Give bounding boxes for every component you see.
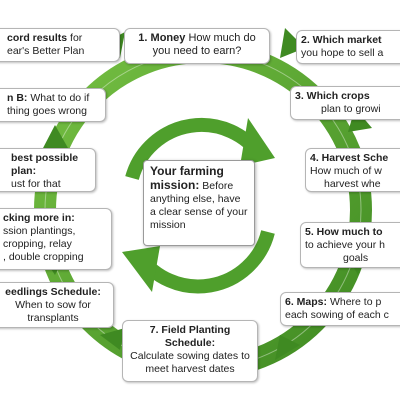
step-11-title: n B:: [7, 92, 28, 104]
inner-arrowhead-upper: [240, 118, 275, 166]
step-12-title: cord results: [7, 32, 68, 44]
step-12-text-line2: ear's Better Plan: [7, 45, 85, 57]
step-11-text-line2: thing goes wrong: [7, 105, 87, 117]
step-3-title: 3. Which crops: [295, 90, 370, 102]
step-12-text-line1: for: [70, 32, 83, 44]
step-1-money: 1. Money How much do you need to earn?: [124, 28, 270, 64]
step-2-title: 2. Which market: [301, 34, 382, 46]
step-10-best-plan: best possible plan: ust for that: [0, 148, 96, 192]
step-1-title: 1. Money: [138, 32, 186, 44]
step-9-line2: cropping, relay: [3, 238, 72, 250]
step-12-record-results: cord results for ear's Better Plan: [0, 28, 120, 62]
step-2-text: you hope to sell a: [301, 47, 384, 59]
step-6-text-line1: Where to p: [329, 296, 382, 308]
step-5-title: 5. How much to: [305, 226, 383, 238]
step-6-maps: 6. Maps: Where to p each sowing of each …: [280, 292, 400, 326]
step-11-text-line1: What to do if: [30, 92, 90, 104]
step-5-text-line2: goals: [343, 252, 369, 264]
step-5-text-line1: to achieve your h: [305, 239, 385, 251]
step-9-line3: , double cropping: [3, 251, 84, 263]
step-9-packing: cking more in: ssion plantings, cropping…: [0, 208, 112, 270]
step-4-text-line1: How much of w: [310, 165, 382, 177]
step-4-title: 4. Harvest Sche: [310, 152, 389, 164]
step-9-title: cking more in:: [3, 212, 75, 224]
step-8-text: When to sow for transplants: [15, 299, 91, 324]
step-7-title: 7. Field Planting Schedule:: [149, 324, 231, 349]
step-4-text-line2: harvest whe: [324, 178, 381, 190]
step-11-plan-b: n B: What to do if thing goes wrong: [0, 88, 106, 122]
mission-title: Your farming mission:: [150, 164, 224, 192]
inner-cycle-arrows: [122, 118, 275, 294]
step-2-market: 2. Which market you hope to sell a: [296, 30, 400, 64]
step-10-title: best possible plan:: [11, 152, 79, 177]
step-6-text-line2: each sowing of each c: [285, 309, 389, 321]
step-6-title: 6. Maps:: [285, 296, 328, 308]
ring-arrowhead-bottom-right: [275, 335, 300, 360]
farming-mission-box: Your farming mission: Before anything el…: [143, 160, 255, 246]
step-8-title: eedlings Schedule:: [5, 286, 101, 298]
step-4-harvest: 4. Harvest Sche How much of w harvest wh…: [305, 148, 400, 192]
step-9-line1: ssion plantings,: [3, 225, 76, 237]
ring-arrowhead-left-upper: [42, 125, 68, 150]
step-7-text: Calculate sowing dates to meet harvest d…: [130, 350, 250, 375]
ring-arrowhead-bottom-left: [100, 328, 125, 350]
step-7-field-planting: 7. Field Planting Schedule: Calculate so…: [122, 320, 258, 382]
step-3-crops: 3. Which crops plan to growi: [290, 86, 400, 120]
step-8-seedlings: eedlings Schedule: When to sow for trans…: [0, 282, 114, 328]
step-1-text: How much do you need to earn?: [152, 32, 256, 57]
step-10-text: ust for that: [11, 178, 61, 190]
step-5-howmuch: 5. How much to to achieve your h goals: [300, 222, 400, 268]
step-3-text: plan to growi: [321, 103, 381, 115]
inner-arrowhead-lower: [122, 246, 160, 292]
mission-text: Before anything else, have a clear sense…: [150, 180, 248, 231]
